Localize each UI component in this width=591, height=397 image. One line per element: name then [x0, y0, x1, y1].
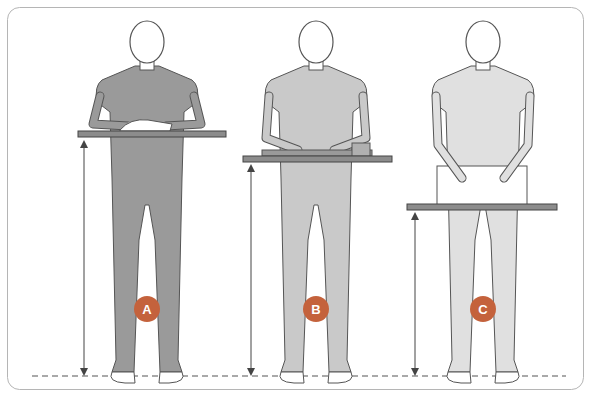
worker-figure [407, 21, 557, 383]
figure-letter: C [478, 303, 487, 316]
figure-letter: B [311, 303, 320, 316]
frame [8, 8, 584, 390]
figure-letter: A [142, 303, 151, 316]
worker-figure [78, 21, 226, 383]
label-badge: C [470, 296, 496, 322]
label-badge: A [134, 296, 160, 322]
worker-figure [243, 21, 392, 383]
label-badge: B [303, 296, 329, 322]
